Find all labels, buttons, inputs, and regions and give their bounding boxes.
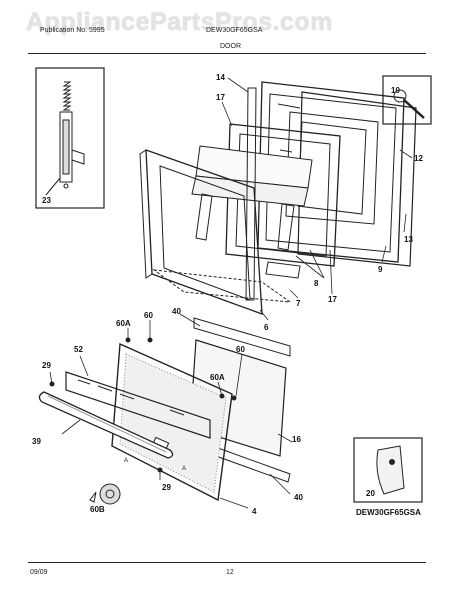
footer-rule	[28, 562, 426, 563]
callout-60a-lower: 60A	[210, 373, 225, 382]
section-title: DOOR	[220, 43, 241, 50]
header-rule	[28, 53, 426, 54]
lower-strip	[265, 261, 301, 279]
callout-12: 12	[414, 154, 423, 163]
callout-20: 20	[366, 489, 375, 498]
callout-52: 52	[74, 345, 83, 354]
hinge-inset: 23	[35, 67, 105, 209]
callout-7: 7	[296, 299, 301, 308]
hinge-spring-part	[59, 81, 85, 189]
outer-door-panel	[111, 342, 233, 502]
callout-14: 14	[216, 73, 225, 82]
publication-number: Publication No. 5995	[40, 27, 105, 34]
model-number-header: DEW30GF65GSA	[206, 27, 263, 34]
reference-point-a-right: A	[182, 466, 186, 472]
callout-60-upper: 60	[144, 311, 153, 320]
callout-16: 16	[292, 435, 301, 444]
callout-60a-upper: 60A	[116, 319, 131, 328]
upper-bracket	[193, 317, 291, 357]
callout-60b: 60B	[90, 505, 105, 514]
callout-13: 13	[404, 235, 413, 244]
glass-strips	[191, 145, 313, 251]
callout-60-lower: 60	[236, 345, 245, 354]
footer-date: 09/09	[30, 569, 48, 576]
callout-39: 39	[32, 437, 41, 446]
bracket-part	[376, 445, 405, 495]
callout-29-lower: 29	[162, 483, 171, 492]
part-20-inset: 20	[353, 437, 423, 503]
callout-9: 9	[378, 265, 383, 274]
watermark: AppliancePartsPros.com	[26, 8, 333, 36]
door-rod	[245, 87, 257, 301]
screw-inset: 10	[382, 75, 432, 125]
callout-40-upper: 40	[172, 307, 181, 316]
screw-60b-detail	[89, 483, 121, 505]
footer-page: 12	[226, 569, 234, 576]
reference-point-a-left: A	[124, 458, 128, 464]
callout-17-bottom: 17	[328, 295, 337, 304]
door-handle	[38, 391, 174, 459]
screw-marker	[231, 395, 237, 401]
callout-29-upper: 29	[42, 361, 51, 370]
door-liner	[225, 123, 341, 267]
model-caption: DEW30GF65GSA	[356, 508, 421, 517]
screw-head-part	[393, 89, 407, 103]
callout-4: 4	[252, 507, 257, 516]
control-panel	[65, 371, 211, 439]
screw-marker	[147, 337, 153, 343]
callout-8: 8	[314, 279, 319, 288]
callout-10: 10	[391, 86, 400, 95]
callout-17-top: 17	[216, 93, 225, 102]
callout-40-lower: 40	[294, 493, 303, 502]
leader-lines	[49, 77, 413, 509]
callout-23: 23	[42, 196, 51, 205]
insulation-pad	[152, 269, 292, 303]
callout-6: 6	[264, 323, 269, 332]
